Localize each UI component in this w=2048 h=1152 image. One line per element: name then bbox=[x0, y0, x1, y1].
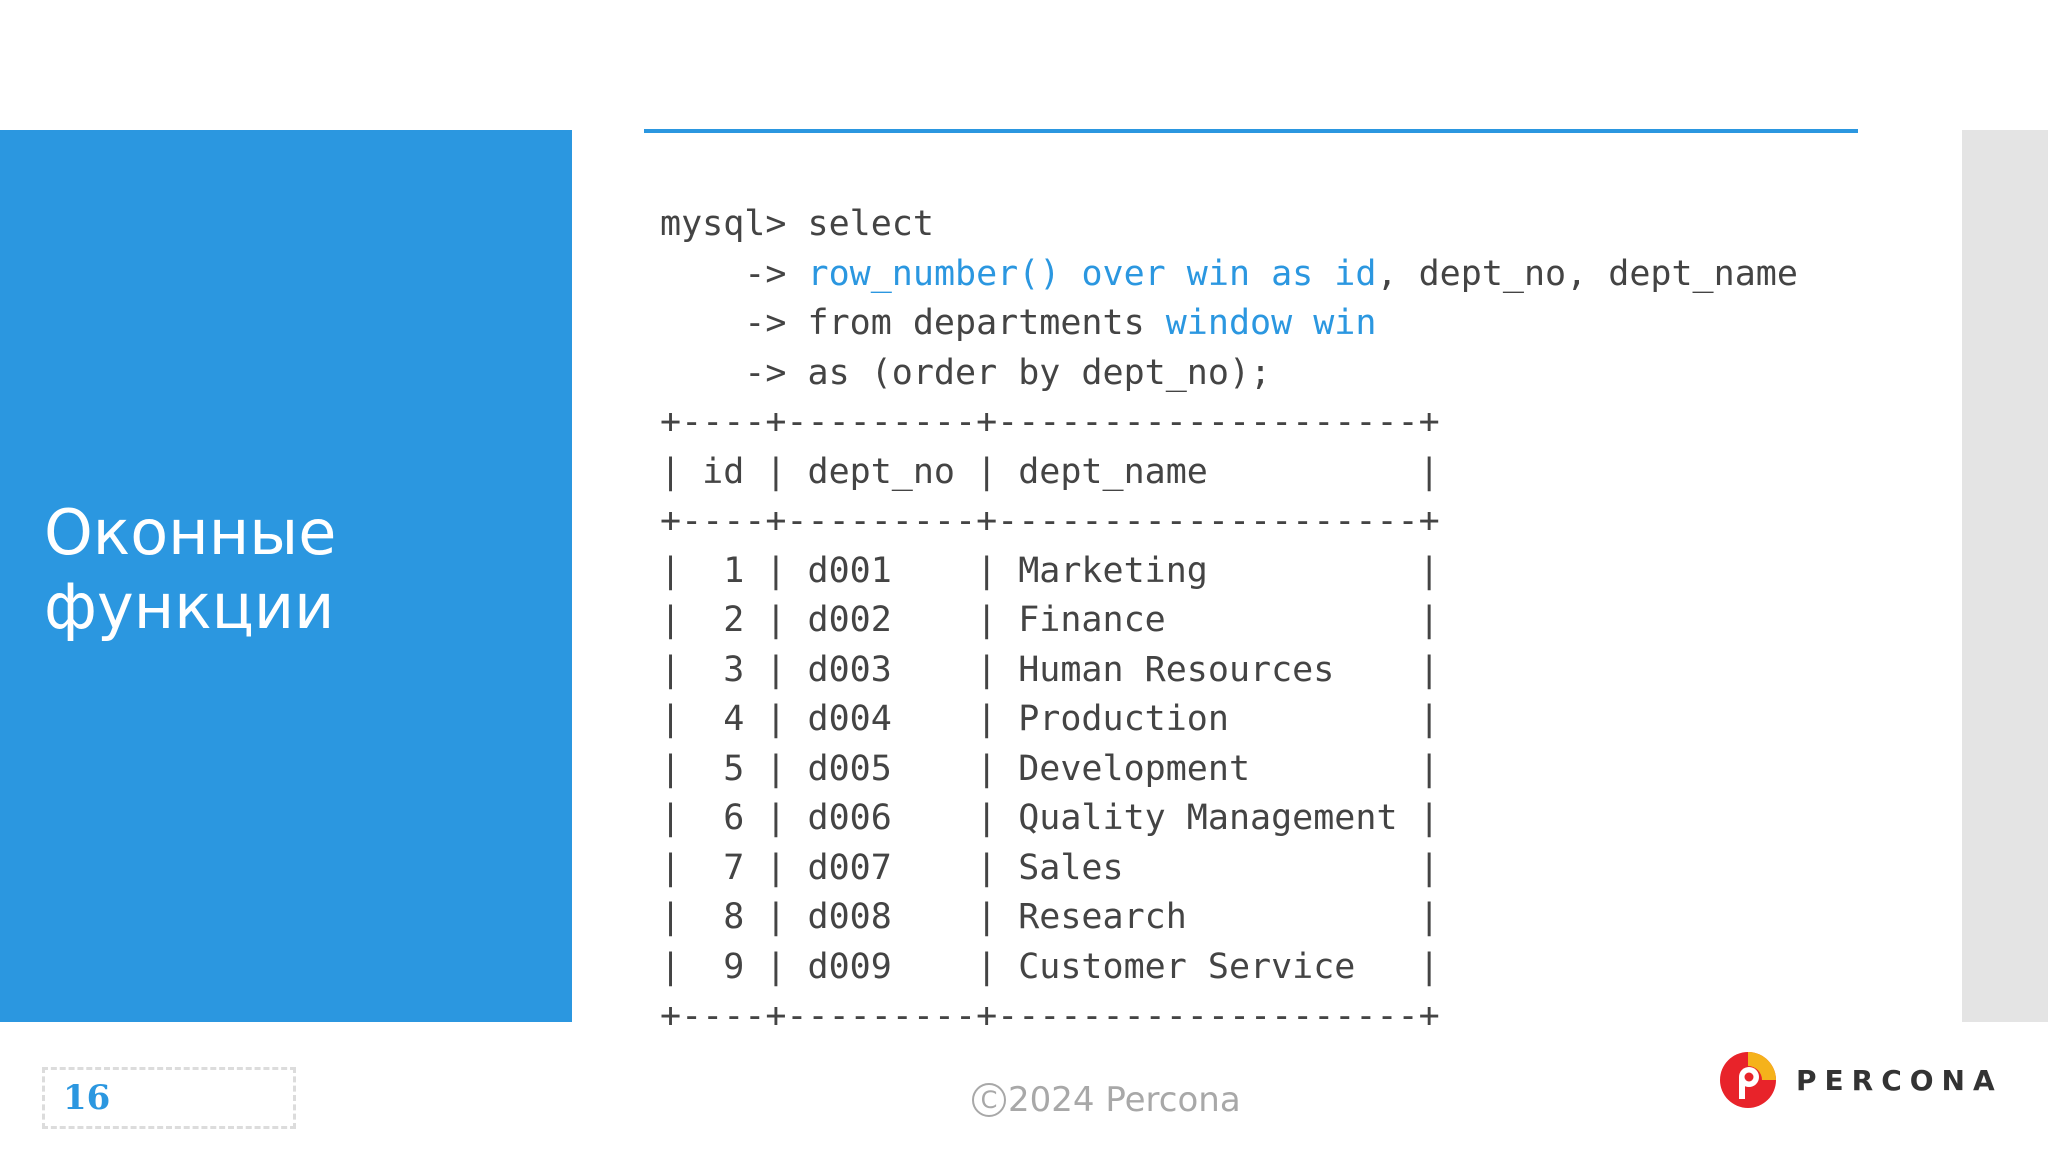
code-line: | 4 | d004 | Production | bbox=[660, 695, 1798, 745]
code-keyword: row_number() over win as id bbox=[807, 253, 1377, 294]
code-text: | 5 | d005 | Development | bbox=[660, 748, 1440, 789]
code-line: | 7 | d007 | Sales | bbox=[660, 844, 1798, 894]
footer-copyright: C 2024 Percona bbox=[972, 1080, 1241, 1120]
page-number-box: 16 bbox=[42, 1067, 296, 1129]
code-text: +----+---------+--------------------+ bbox=[660, 402, 1440, 442]
code-line: | 1 | d001 | Marketing | bbox=[660, 547, 1798, 597]
slide-title-line-2: функции bbox=[44, 570, 335, 643]
code-line: +----+---------+--------------------+ bbox=[660, 992, 1798, 1042]
slide-title-line-1: Оконные bbox=[44, 496, 337, 569]
sql-code-block: mysql> select -> row_number() over win a… bbox=[660, 200, 1798, 1042]
code-line: -> row_number() over win as id, dept_no,… bbox=[660, 250, 1798, 300]
code-line: | id | dept_no | dept_name | bbox=[660, 448, 1798, 498]
code-text: +----+---------+--------------------+ bbox=[660, 501, 1440, 541]
footer-text: 2024 Percona bbox=[1008, 1080, 1241, 1120]
code-keyword: window win bbox=[1165, 303, 1377, 343]
code-text: +----+---------+--------------------+ bbox=[660, 996, 1440, 1036]
side-strip bbox=[1962, 130, 2048, 1022]
code-text: | 3 | d003 | Human Resources | bbox=[660, 649, 1440, 690]
code-line: +----+---------+--------------------+ bbox=[660, 398, 1798, 448]
slide-title: Оконные функции bbox=[44, 496, 564, 644]
code-line: | 8 | d008 | Research | bbox=[660, 893, 1798, 943]
code-line: | 3 | d003 | Human Resources | bbox=[660, 646, 1798, 696]
code-line: -> as (order by dept_no); bbox=[660, 349, 1798, 399]
code-line: | 9 | d009 | Customer Service | bbox=[660, 943, 1798, 993]
code-text: | 6 | d006 | Quality Management | bbox=[660, 798, 1440, 838]
percona-logo: PERCONA bbox=[1718, 1050, 2003, 1110]
code-line: | 2 | d002 | Finance | bbox=[660, 596, 1798, 646]
page-number: 16 bbox=[63, 1078, 111, 1118]
code-text: | 9 | d009 | Customer Service | bbox=[660, 946, 1440, 987]
percona-logo-icon bbox=[1720, 1052, 1776, 1108]
code-text: | 2 | d002 | Finance | bbox=[660, 600, 1440, 640]
copyright-icon: C bbox=[972, 1083, 1006, 1117]
code-text: -> bbox=[660, 253, 808, 294]
code-text: -> as (order by dept_no); bbox=[660, 352, 1272, 393]
code-line: mysql> select bbox=[660, 200, 1798, 250]
code-text: , dept_no, dept_name bbox=[1376, 253, 1798, 294]
logo-text: PERCONA bbox=[1796, 1063, 2003, 1097]
code-text: | 7 | d007 | Sales | bbox=[660, 847, 1440, 888]
code-text: mysql> select bbox=[660, 204, 934, 244]
code-text: | 1 | d001 | Marketing | bbox=[660, 550, 1440, 591]
title-panel bbox=[0, 130, 572, 1022]
code-text: | 8 | d008 | Research | bbox=[660, 897, 1440, 937]
code-text: -> from departments bbox=[660, 303, 1166, 343]
code-line: | 5 | d005 | Development | bbox=[660, 745, 1798, 795]
code-text: | id | dept_no | dept_name | bbox=[660, 451, 1440, 492]
code-text: | 4 | d004 | Production | bbox=[660, 699, 1440, 739]
code-line: | 6 | d006 | Quality Management | bbox=[660, 794, 1798, 844]
code-line: +----+---------+--------------------+ bbox=[660, 497, 1798, 547]
header-rule bbox=[644, 129, 1858, 133]
code-line: -> from departments window win bbox=[660, 299, 1798, 349]
